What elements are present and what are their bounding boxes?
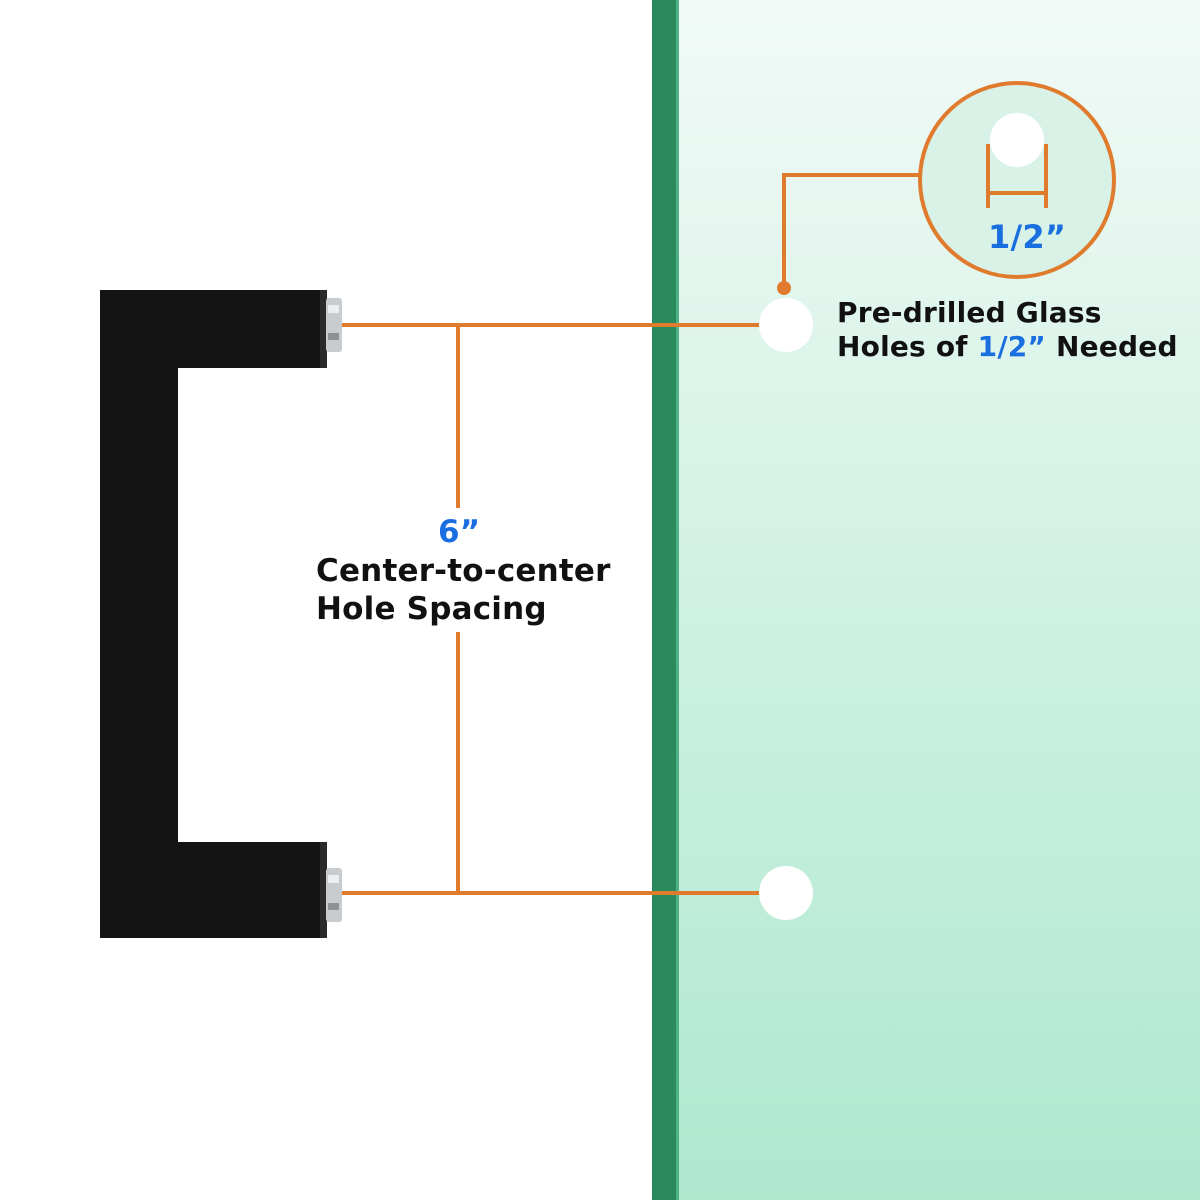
callout-leader-line (782, 173, 920, 288)
hole-detail-icon (918, 81, 1116, 279)
bottom-hole (759, 866, 813, 920)
callout-dot (777, 281, 791, 295)
top-hole (759, 298, 813, 352)
spacing-line-2: Hole Spacing (316, 591, 547, 627)
glass-holes-suffix: Needed (1046, 330, 1178, 363)
glass-holes-prefix: Holes of (837, 330, 978, 363)
dimension-lines (342, 173, 920, 895)
spacing-line-1: Center-to-center (316, 553, 611, 589)
handle-image (100, 290, 342, 938)
glass-holes-line-2: Holes of 1/2” Needed (837, 330, 1178, 364)
hole-diameter-label: 1/2” (988, 218, 1067, 256)
glass-holes-size: 1/2” (977, 330, 1047, 363)
spacing-value: 6” (438, 514, 481, 550)
glass-holes-description: Pre-drilled Glass Holes of 1/2” Needed (837, 296, 1178, 364)
glass-holes (759, 298, 813, 920)
spacing-description: Center-to-center Hole Spacing (316, 552, 611, 628)
glass-holes-line-1: Pre-drilled Glass (837, 296, 1102, 329)
